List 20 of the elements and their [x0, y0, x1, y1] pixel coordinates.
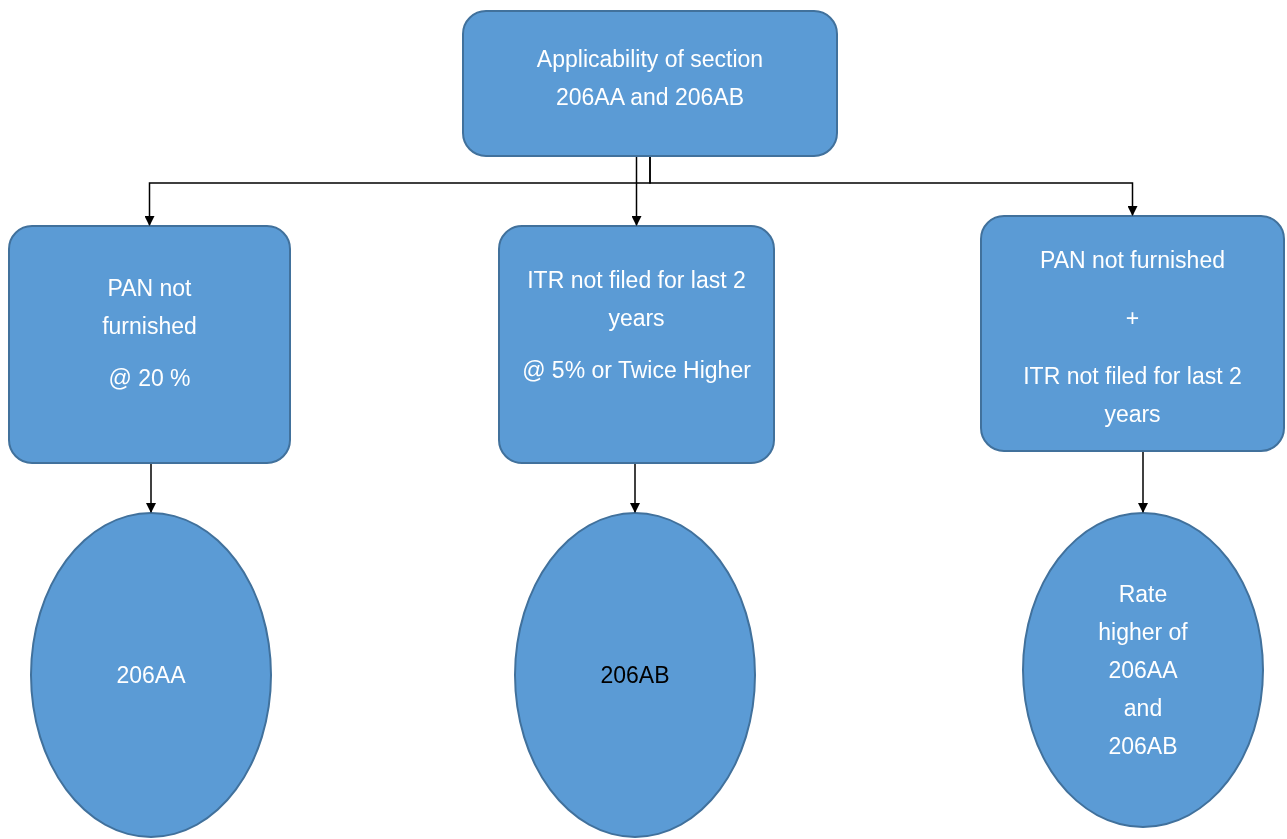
node-text: Rate higher of 206AA and 206AB — [1097, 580, 1189, 761]
process-box — [462, 10, 838, 157]
node-text: @ 20 % — [108, 364, 191, 393]
process-box — [8, 225, 291, 464]
node-text: 206AB — [600, 661, 670, 690]
node-text: @ 5% or Twice Higher — [522, 356, 751, 385]
node-text: ITR not filed for last 2 years — [526, 266, 747, 333]
node-text: PAN not furnished — [1040, 246, 1225, 275]
process-box — [498, 225, 775, 464]
arrow — [649, 156, 1138, 216]
node-text: Applicability of section 206AA and 206AB — [535, 45, 765, 112]
arrow — [631, 156, 642, 226]
node-text: + — [1125, 304, 1140, 333]
arrow — [630, 463, 640, 513]
arrow — [146, 463, 156, 513]
process-box — [980, 215, 1285, 452]
node-text: ITR not filed for last 2 years — [1022, 362, 1243, 429]
node-text: 206AA — [116, 661, 186, 690]
arrow — [1138, 451, 1148, 513]
node-text: PAN not furnished — [101, 274, 198, 341]
